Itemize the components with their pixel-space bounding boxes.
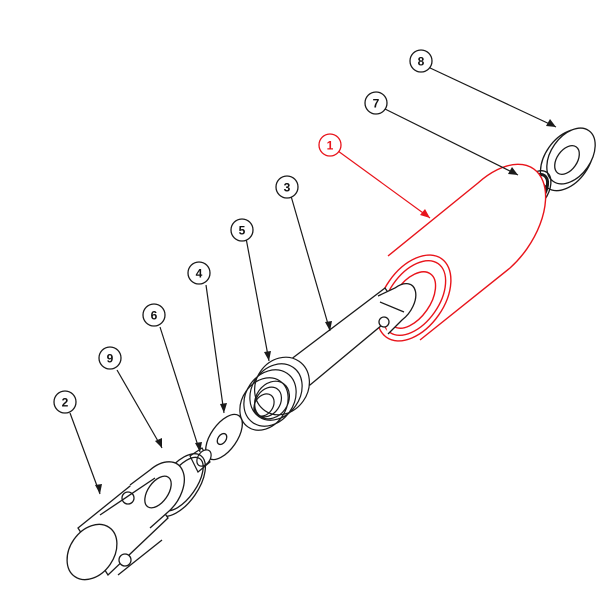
callout-2-circle bbox=[53, 390, 77, 414]
callout-1-label: 1 bbox=[327, 139, 334, 153]
callout-7-circle bbox=[364, 91, 388, 115]
part-5-spring bbox=[239, 356, 310, 431]
leader-line-9 bbox=[116, 369, 163, 449]
leader-line-2 bbox=[69, 412, 101, 495]
callout-9: 9 bbox=[98, 346, 122, 370]
leader-line-7 bbox=[384, 108, 519, 176]
callout-5-circle bbox=[230, 218, 254, 242]
leader-line-8 bbox=[427, 66, 557, 128]
callout-6-circle bbox=[142, 303, 166, 327]
callout-1: 1 bbox=[318, 133, 342, 157]
callout-8-label: 8 bbox=[418, 55, 425, 69]
arrowheads bbox=[95, 119, 556, 494]
callout-7: 7 bbox=[364, 91, 388, 115]
callout-7-label: 7 bbox=[373, 97, 380, 111]
part-2-end-connector bbox=[66, 461, 185, 581]
part-4-washer bbox=[205, 413, 243, 461]
callout-2: 2 bbox=[53, 390, 77, 414]
callout-5: 5 bbox=[230, 218, 254, 242]
part-8-washer bbox=[539, 127, 596, 192]
callout-3-label: 3 bbox=[284, 181, 291, 195]
callout-3-circle bbox=[275, 175, 299, 199]
leader-line-4 bbox=[205, 284, 225, 414]
callout-6: 6 bbox=[142, 303, 166, 327]
callout-3: 3 bbox=[275, 175, 299, 199]
leader-lines bbox=[69, 66, 557, 495]
callout-9-circle bbox=[98, 346, 122, 370]
callout-4-circle bbox=[187, 261, 211, 285]
leader-line-5 bbox=[245, 237, 270, 362]
callout-9-label: 9 bbox=[107, 352, 114, 366]
callout-1-circle bbox=[318, 133, 342, 157]
callout-6-label: 6 bbox=[151, 309, 158, 323]
callout-8-circle bbox=[409, 49, 433, 73]
leader-line-1 bbox=[337, 150, 431, 219]
leader-line-3 bbox=[290, 195, 331, 332]
callout-8: 8 bbox=[409, 49, 433, 73]
callout-5-label: 5 bbox=[239, 224, 246, 238]
callout-4: 4 bbox=[187, 261, 211, 285]
callout-2-label: 2 bbox=[62, 396, 69, 410]
leader-line-6 bbox=[159, 326, 201, 453]
callout-4-label: 4 bbox=[196, 267, 203, 281]
